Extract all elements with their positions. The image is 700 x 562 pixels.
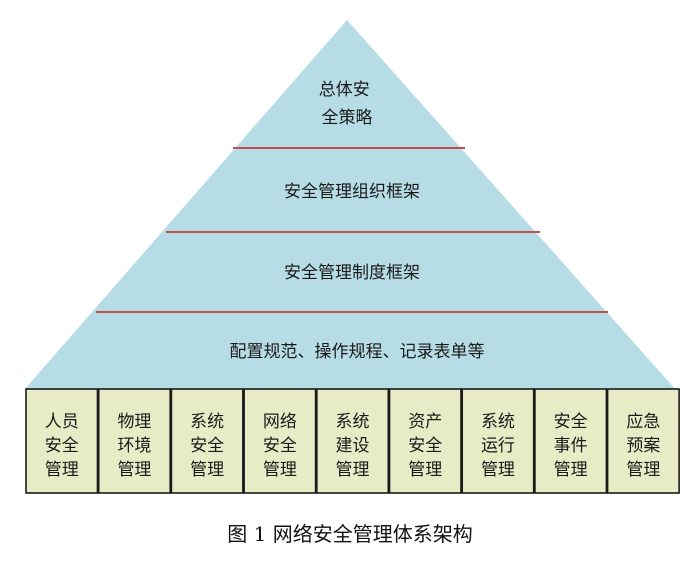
management-box-label: 应急预案管理 <box>626 412 660 480</box>
management-box-label-line: 管理 <box>481 460 515 480</box>
management-box-label: 物理环境管理 <box>117 412 151 480</box>
management-box-label-line: 安全 <box>45 436 79 456</box>
management-box-label-line: 预案 <box>626 436 660 456</box>
management-box <box>388 388 462 494</box>
management-box-label-line: 环境 <box>117 436 151 456</box>
management-box-label: 网络安全管理 <box>263 412 297 480</box>
management-box <box>534 388 608 494</box>
management-box-label-line: 管理 <box>554 460 588 480</box>
management-box-label-line: 物理 <box>117 412 151 432</box>
management-box-label-line: 安全 <box>554 412 588 432</box>
management-box <box>315 388 390 494</box>
apex-label-line-2: 全策略 <box>322 108 373 128</box>
tier-label-policy: 安全管理制度框架 <box>284 263 420 283</box>
apex-label-line-1: 总体安 <box>319 80 370 100</box>
figure-caption: 图 1 网络安全管理体系架构 <box>227 522 472 546</box>
management-box-label-line: 资产 <box>408 412 442 432</box>
tier-label-organization: 安全管理组织框架 <box>284 182 420 202</box>
management-box-label-line: 网络 <box>263 412 297 432</box>
management-box-label-line: 人员 <box>45 412 79 432</box>
management-box-label-line: 管理 <box>117 460 151 480</box>
tier-label-procedures: 配置规范、操作规程、记录表单等 <box>230 342 485 362</box>
management-box-label-line: 管理 <box>45 460 79 480</box>
management-box-label-line: 应急 <box>626 412 660 432</box>
management-box-label-line: 系统 <box>190 412 224 432</box>
management-box-label-line: 安全 <box>408 436 442 456</box>
management-box <box>606 388 680 494</box>
management-box-label-line: 建设 <box>336 436 370 456</box>
apex-label: 总体安 全策略 <box>319 80 375 128</box>
management-box-label-line: 管理 <box>408 460 442 480</box>
management-box-label-line: 安全 <box>190 436 224 456</box>
management-box-label-line: 管理 <box>190 460 224 480</box>
management-box-label-line: 管理 <box>263 460 297 480</box>
management-box <box>170 388 244 494</box>
management-box <box>97 388 171 494</box>
management-box <box>243 388 317 494</box>
management-box-label-line: 系统 <box>336 412 370 432</box>
management-box-label: 资产安全管理 <box>408 412 442 480</box>
management-box-label: 系统安全管理 <box>190 412 224 480</box>
management-box-label-line: 管理 <box>336 460 370 480</box>
management-box <box>461 388 535 494</box>
management-box-label: 系统建设管理 <box>336 412 370 480</box>
management-box-label-line: 系统 <box>481 412 515 432</box>
management-boxes-row: 人员安全管理物理环境管理系统安全管理网络安全管理系统建设管理资产安全管理系统运行… <box>25 388 680 494</box>
management-box-label-line: 运行 <box>481 436 515 456</box>
management-box-label-line: 安全 <box>263 436 297 456</box>
pyramid-body <box>24 20 676 390</box>
management-box-label-line: 事件 <box>554 436 588 456</box>
management-box-label: 安全事件管理 <box>554 412 588 480</box>
management-box-label: 系统运行管理 <box>481 412 515 480</box>
management-box <box>25 388 99 494</box>
management-box-label-line: 管理 <box>626 460 660 480</box>
management-box-label: 人员安全管理 <box>45 412 79 480</box>
